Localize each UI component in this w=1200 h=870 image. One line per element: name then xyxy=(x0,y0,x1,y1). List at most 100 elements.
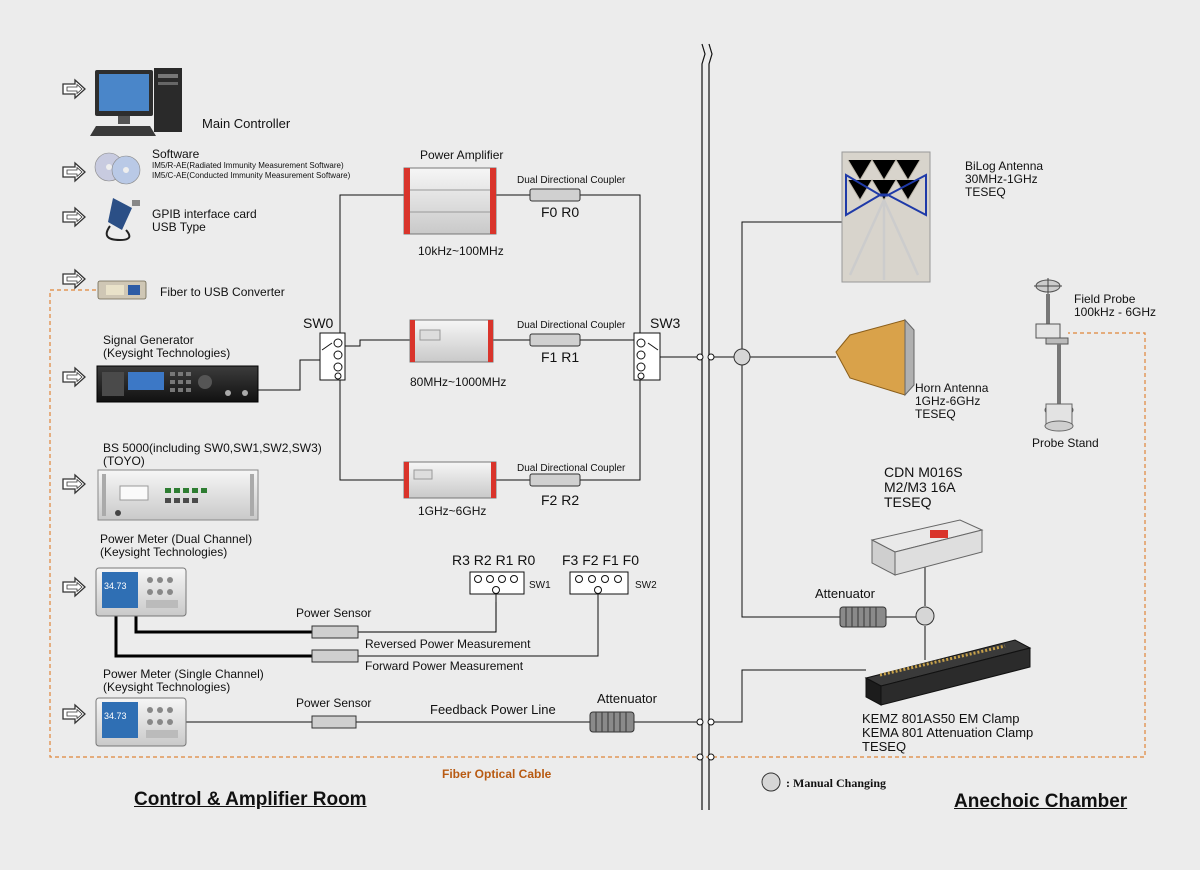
horn-antenna-image xyxy=(835,318,915,397)
rf-lines xyxy=(186,194,926,723)
attenuator-left-label: Attenuator xyxy=(597,691,657,706)
power-sensor-icon xyxy=(311,625,359,639)
software-line-1: IM5/R-AE(Radiated Immunity Measurement S… xyxy=(152,161,344,170)
power-meter-dual-device xyxy=(95,567,187,617)
field-probe-range: 100kHz - 6GHz xyxy=(1074,305,1157,319)
fiber-cable-label: Fiber Optical Cable xyxy=(442,767,552,781)
coupler-3-label: Dual Directional Coupler xyxy=(517,463,626,474)
amp3-range: 1GHz~6GHz xyxy=(418,504,487,518)
feedback-power-line-label: Feedback Power Line xyxy=(430,702,556,717)
sw2-channels: F3 F2 F1 F0 xyxy=(562,552,640,568)
manual-change-legend-icon xyxy=(761,772,781,792)
sensor-cables xyxy=(114,602,497,658)
power-amplifier-title: Power Amplifier xyxy=(420,148,504,162)
horn-antenna-range: 1GHz-6GHz xyxy=(915,394,981,408)
attenuator-icon xyxy=(839,606,887,628)
arrow-icon xyxy=(62,704,86,724)
bilog-antenna-range: 30MHz-1GHz xyxy=(965,172,1038,186)
horn-antenna-label: Horn Antenna xyxy=(915,381,989,395)
arrow-icon xyxy=(62,367,86,387)
power-meter-dual-label: Power Meter (Dual Channel) xyxy=(100,532,253,546)
bilog-antenna-maker: TESEQ xyxy=(965,185,1006,199)
fiber-converter-icon xyxy=(97,280,147,300)
power-meter-single-label: Power Meter (Single Channel) xyxy=(103,667,264,681)
coupler-1-code: F0 R0 xyxy=(541,204,580,220)
power-meter-single-maker: (Keysight Technologies) xyxy=(103,680,231,694)
sw3-label: SW3 xyxy=(650,315,681,331)
reversed-power-label: Reversed Power Measurement xyxy=(365,637,531,651)
cdn-label: CDN M016S xyxy=(884,464,963,480)
arrow-icon xyxy=(62,162,86,182)
software-disc-icon xyxy=(94,152,141,185)
bs5000-device xyxy=(97,469,259,521)
power-sensor-1-label: Power Sensor xyxy=(296,606,372,620)
arrow-icon xyxy=(62,474,86,494)
cdn-device-image xyxy=(870,519,984,576)
meter-reading: 34.73 xyxy=(104,581,127,591)
manual-changing-legend: : Manual Changing xyxy=(786,776,887,790)
fiber-optical-cable xyxy=(49,289,1146,758)
software-line-2: IM5/C-AE(Conducted Immunity Measurement … xyxy=(152,171,351,180)
clamp-maker: TESEQ xyxy=(862,739,907,754)
bilog-antenna-label: BiLog Antenna xyxy=(965,159,1044,173)
attenuator-right-label: Attenuator xyxy=(815,586,875,601)
forward-power-label: Forward Power Measurement xyxy=(365,659,524,673)
cdn-maker: TESEQ xyxy=(884,494,932,510)
sw1-switch xyxy=(469,571,525,595)
power-amplifier-1 xyxy=(403,167,497,235)
probe-stand-label: Probe Stand xyxy=(1032,436,1099,450)
coupler-3-code: F2 R2 xyxy=(541,492,580,508)
amp2-range: 80MHz~1000MHz xyxy=(410,375,507,389)
power-meter-dual-maker: (Keysight Technologies) xyxy=(100,545,228,559)
fiber-converter-label: Fiber to USB Converter xyxy=(160,285,285,299)
manual-change-node xyxy=(915,606,935,626)
sw1-label: SW1 xyxy=(529,580,551,591)
sw2-label: SW2 xyxy=(635,580,657,591)
software-title: Software xyxy=(152,147,200,161)
power-sensor-icon xyxy=(311,649,359,663)
anechoic-chamber-title: Anechoic Chamber xyxy=(954,791,1128,812)
sw2-switch xyxy=(569,571,629,595)
gpib-card-icon xyxy=(105,198,140,242)
arrow-icon xyxy=(62,269,86,289)
signal-generator-label: Signal Generator xyxy=(103,333,194,347)
bs5000-label: BS 5000(including SW0,SW1,SW2,SW3) xyxy=(103,441,322,455)
arrow-icon xyxy=(62,79,86,99)
horn-antenna-maker: TESEQ xyxy=(915,407,956,421)
coupler-icon xyxy=(529,333,581,347)
main-controller-label: Main Controller xyxy=(202,116,291,131)
manual-change-node xyxy=(733,348,751,366)
wall-connectors xyxy=(696,353,715,761)
sw0-label: SW0 xyxy=(303,315,334,331)
bilog-antenna-image xyxy=(841,151,931,283)
attenuation-clamp-label: KEMA 801 Attenuation Clamp xyxy=(862,725,1034,740)
coupler-2-label: Dual Directional Coupler xyxy=(517,320,626,331)
cdn-spec: M2/M3 16A xyxy=(884,479,956,495)
sw0-switch xyxy=(319,332,346,381)
power-meter-single-device xyxy=(95,697,187,747)
amp1-range: 10kHz~100MHz xyxy=(418,244,504,258)
signal-generator-device xyxy=(96,365,259,403)
field-probe-stand-image xyxy=(1034,278,1074,432)
coupler-icon xyxy=(529,473,581,487)
coupler-1-label: Dual Directional Coupler xyxy=(517,175,626,186)
bs5000-maker: (TOYO) xyxy=(103,454,145,468)
computer-icon xyxy=(90,68,182,136)
coupler-2-code: F1 R1 xyxy=(541,349,580,365)
em-clamp-image xyxy=(864,639,1032,706)
sw3-switch xyxy=(633,332,661,381)
power-sensor-icon xyxy=(311,715,357,729)
power-amplifier-2 xyxy=(409,319,494,363)
meter-reading: 34.73 xyxy=(104,711,127,721)
arrow-icon xyxy=(62,577,86,597)
em-clamp-label: KEMZ 801AS50 EM Clamp xyxy=(862,711,1020,726)
attenuator-icon xyxy=(589,711,635,733)
power-sensor-2-label: Power Sensor xyxy=(296,696,372,710)
control-room-title: Control & Amplifier Room xyxy=(134,789,367,810)
signal-generator-maker: (Keysight Technologies) xyxy=(103,346,231,360)
sw1-channels: R3 R2 R1 R0 xyxy=(452,552,536,568)
gpib-type-label: USB Type xyxy=(152,220,206,234)
arrow-icon xyxy=(62,207,86,227)
coupler-icon xyxy=(529,188,581,202)
